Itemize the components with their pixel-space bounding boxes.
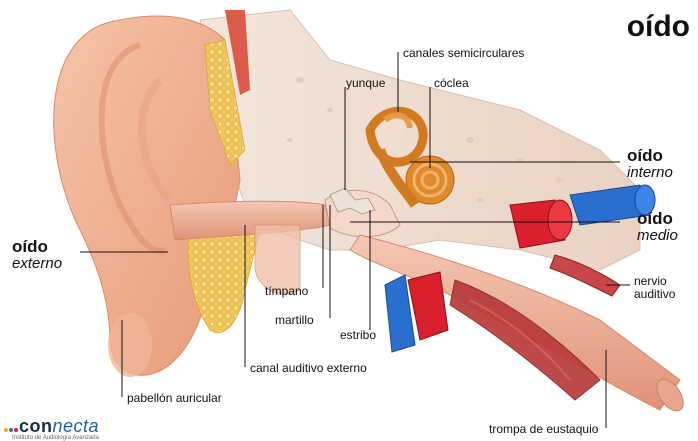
label-semicircular-canals: canales semicirculares bbox=[403, 47, 524, 59]
brand-subtitle: Instituto de Audiología Avanzada bbox=[12, 435, 99, 441]
label-eustachian-tube: trompa de eustaquio bbox=[489, 423, 598, 435]
zone-outer-title: oído bbox=[12, 238, 62, 255]
zone-outer-subtitle: externo bbox=[12, 256, 62, 271]
brand-dots-icon bbox=[4, 419, 19, 436]
label-auditory-nerve-line2: auditivo bbox=[634, 288, 675, 301]
zone-outer-ear: oído externo bbox=[12, 238, 62, 271]
label-cochlea: cóclea bbox=[434, 77, 469, 89]
brand-name-italic: necta bbox=[53, 416, 100, 436]
brand-logo: connecta Instituto de Audiología Avanzad… bbox=[4, 416, 99, 441]
brand-name-bold: con bbox=[19, 416, 53, 436]
zone-middle-ear: oído medio bbox=[637, 210, 678, 243]
zone-inner-subtitle: interno bbox=[627, 165, 673, 180]
brand-name: connecta bbox=[4, 416, 99, 437]
label-stapes: estribo bbox=[340, 329, 376, 341]
label-ear-canal: canal auditivo externo bbox=[250, 362, 367, 374]
label-malleus: martillo bbox=[275, 314, 314, 326]
label-eardrum: tímpano bbox=[265, 285, 308, 297]
zone-inner-title: oído bbox=[627, 147, 673, 164]
label-auricle: pabellón auricular bbox=[127, 392, 222, 404]
zone-middle-subtitle: medio bbox=[637, 228, 678, 243]
label-auditory-nerve: nervio auditivo bbox=[634, 275, 675, 301]
zone-inner-ear: oído interno bbox=[627, 147, 673, 180]
label-incus: yunque bbox=[346, 77, 385, 89]
zone-middle-title: oído bbox=[637, 210, 678, 227]
page-title: oído bbox=[627, 10, 690, 44]
